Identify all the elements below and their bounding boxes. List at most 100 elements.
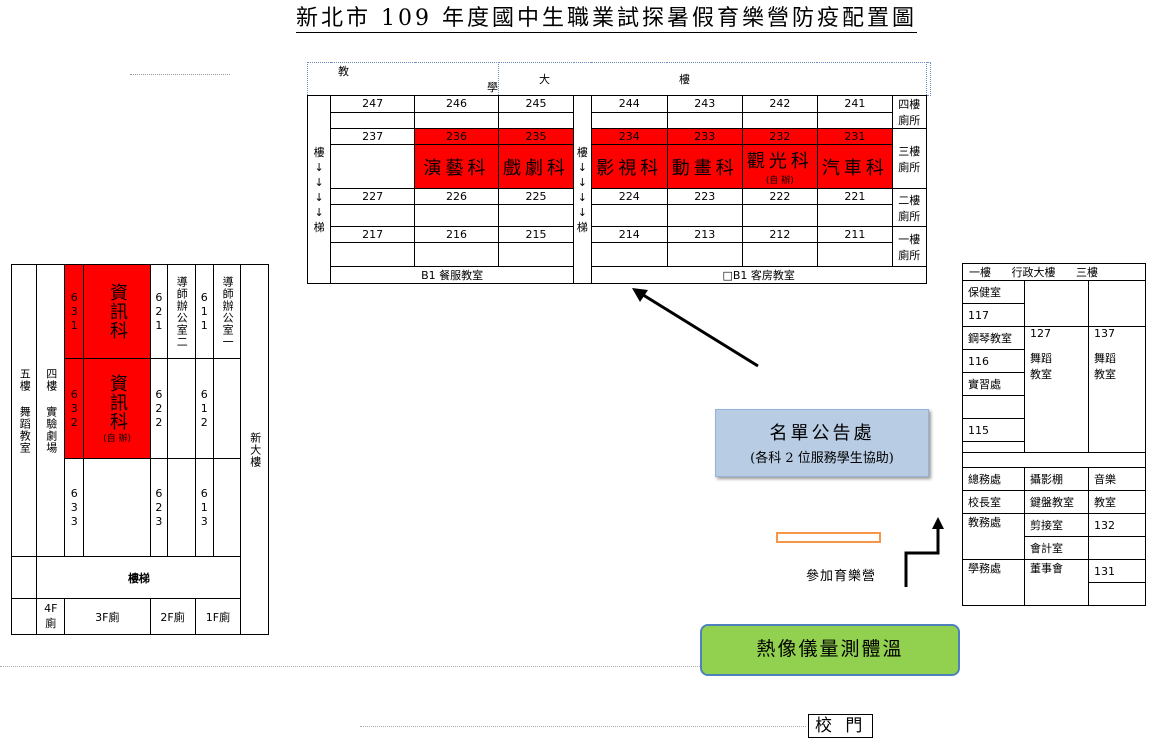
dept-label: 資訊科 bbox=[83, 264, 151, 359]
room-cell: 213 bbox=[666, 226, 743, 243]
room-cell: 音樂 bbox=[1088, 467, 1146, 491]
entry-marker bbox=[776, 532, 881, 543]
room-cell: 攝影棚 bbox=[1024, 467, 1089, 491]
room-622: 622 bbox=[149, 358, 169, 459]
room-611: 611 bbox=[194, 264, 214, 359]
arrow-icon bbox=[632, 288, 759, 368]
room-cell: 242 bbox=[741, 95, 818, 113]
floor5-cell: 五樓 舞蹈教室 bbox=[10, 264, 38, 557]
header-cell bbox=[925, 62, 932, 96]
room-cell: 241 bbox=[816, 95, 893, 113]
room-cell: 225 bbox=[497, 188, 575, 205]
room-cell: 保健室 bbox=[962, 280, 1025, 304]
room-cell: 235 bbox=[497, 128, 575, 145]
room-cell: 233 bbox=[666, 128, 743, 145]
room-cell: 212 bbox=[741, 226, 818, 243]
dept-label: 汽車科 bbox=[816, 144, 893, 189]
toilet-cell: 一樓廁所 bbox=[891, 226, 927, 267]
dept-label: 戲劇科 bbox=[497, 144, 575, 189]
room-cell bbox=[1024, 280, 1089, 327]
toilet-3f: 3F廁 bbox=[64, 598, 151, 635]
room-632: 632 bbox=[64, 358, 85, 459]
room-cell: 校長室 bbox=[962, 490, 1025, 514]
left-building-table: 五樓 舞蹈教室 四樓 實驗劇場 631 資訊科 621 導師辦公室二 611 導… bbox=[10, 264, 269, 635]
room-cell: 鍵盤教室 bbox=[1024, 490, 1089, 514]
toilet-cell: 三樓廁所 bbox=[891, 128, 927, 189]
room-cell: 116 bbox=[962, 349, 1025, 373]
divider bbox=[360, 726, 806, 727]
top-building-table: 教學 大樓 樓↓↓↓↓梯 247 246 245 樓↓↓↓↓梯 244 243 … bbox=[306, 62, 932, 284]
room-cell: 115 bbox=[962, 418, 1025, 442]
toilet-2f: 2F廁 bbox=[149, 598, 196, 635]
notice-subtitle: (各科 2 位服務學生協助) bbox=[750, 451, 894, 466]
room-613: 613 bbox=[194, 458, 214, 557]
room-cell: 教室 bbox=[1088, 490, 1146, 514]
dept-label: 影視科 bbox=[590, 144, 668, 189]
room-cell: 215 bbox=[497, 226, 575, 243]
header-cell: 一樓行政大樓三樓 bbox=[962, 263, 1146, 281]
room-cell bbox=[1088, 536, 1146, 560]
room-cell: 244 bbox=[590, 95, 668, 113]
room-cell: 247 bbox=[330, 95, 416, 113]
room-cell: 234 bbox=[590, 128, 668, 145]
room-cell: 221 bbox=[816, 188, 893, 205]
basement-left: B1 餐服教室 bbox=[330, 266, 575, 284]
room-cell: 227 bbox=[330, 188, 416, 205]
room-621: 621 bbox=[149, 264, 169, 359]
room-cell: 245 bbox=[497, 95, 575, 113]
room-623: 623 bbox=[149, 458, 169, 557]
divider bbox=[130, 74, 230, 75]
room-cell: 實習處 bbox=[962, 372, 1025, 396]
room-cell: 232 bbox=[741, 128, 818, 145]
room-cell: 132 bbox=[1088, 513, 1146, 537]
room-612: 612 bbox=[194, 358, 214, 459]
notice-title: 名單公告處 bbox=[769, 423, 875, 444]
stair-left: 樓↓↓↓↓梯 bbox=[306, 95, 332, 284]
notice-box: 名單公告處 (各科 2 位服務學生協助) bbox=[715, 409, 929, 477]
dept-label: 資訊科(自 辦) bbox=[83, 358, 151, 459]
page-title: 新北市 109 年度國中生職業試探暑假育樂營防疫配置圖 bbox=[296, 6, 917, 33]
room-cell: 224 bbox=[590, 188, 668, 205]
room-cell: 231 bbox=[816, 128, 893, 145]
room-cell: 236 bbox=[414, 128, 499, 145]
room-cell: 教務處 bbox=[962, 513, 1025, 560]
basement-right: □B1 客房教室 bbox=[590, 266, 927, 284]
new-building: 新大樓 bbox=[240, 264, 269, 635]
room-cell: 243 bbox=[666, 95, 743, 113]
room-cell: 226 bbox=[414, 188, 499, 205]
room-cell: 223 bbox=[666, 188, 743, 205]
room-cell: 剪接室 bbox=[1024, 513, 1089, 537]
stairs-cell: 樓梯 bbox=[36, 556, 242, 599]
room-cell: 211 bbox=[816, 226, 893, 243]
room-cell bbox=[1088, 280, 1146, 327]
join-label: 參加育樂營 bbox=[806, 569, 877, 584]
toilet-cell: 四樓廁所 bbox=[891, 95, 927, 129]
room-631: 631 bbox=[64, 264, 85, 359]
room-cell: 董事會 bbox=[1024, 559, 1089, 606]
toilet-cell: 二樓廁所 bbox=[891, 188, 927, 227]
stair-mid: 樓↓↓↓↓梯 bbox=[573, 95, 592, 284]
header-cell: 大樓 bbox=[498, 62, 927, 96]
room-cell: 學務處 bbox=[962, 559, 1025, 606]
room-cell: 鋼琴教室 bbox=[962, 326, 1025, 350]
office-1: 導師辦公室一 bbox=[212, 264, 242, 359]
dept-label: 觀光科(自 辦) bbox=[741, 144, 818, 189]
room-cell bbox=[962, 395, 1025, 419]
floor4-cell: 四樓 實驗劇場 bbox=[36, 264, 66, 557]
room-cell: 246 bbox=[414, 95, 499, 113]
room-cell: 總務處 bbox=[962, 467, 1025, 491]
dept-label: 演藝科 bbox=[414, 144, 499, 189]
room-cell: 214 bbox=[590, 226, 668, 243]
room-cell: 216 bbox=[414, 226, 499, 243]
room-cell: 217 bbox=[330, 226, 416, 243]
elbow-arrow-icon bbox=[904, 517, 944, 587]
school-gate: 校 門 bbox=[808, 714, 874, 738]
room-633: 633 bbox=[64, 458, 85, 557]
toilet-4f: 4F廁 bbox=[36, 598, 66, 635]
dept-label: 動畫科 bbox=[666, 144, 743, 189]
room-cell: 131 bbox=[1088, 559, 1146, 583]
thermal-box: 熱像儀量測體溫 bbox=[700, 624, 960, 676]
header-cell: 教學 bbox=[307, 62, 499, 96]
